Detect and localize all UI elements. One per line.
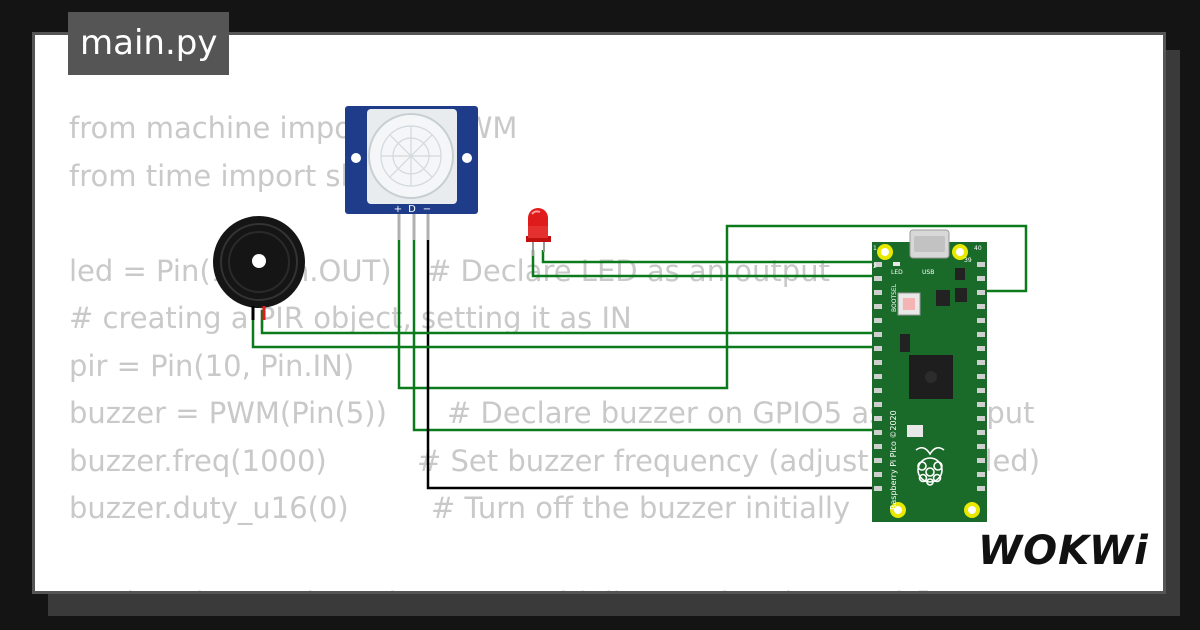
board-name-label: Raspberry Pi Pico ©2020 [889,410,898,510]
wokwi-logo: WOKWi [978,528,1149,574]
pir-pin-data-label: D [408,204,416,215]
code-text: led = Pin(15, Pin.OUT) [69,253,392,288]
wire-led-anode[interactable] [541,250,882,264]
raspberry-pi-pico[interactable]: 1 2 40 39 LED USB BOOTSEL Raspberry Pi P… [872,229,987,522]
code-comment: # Declare LED as an output [427,253,830,288]
onboard-led [893,262,900,266]
pir-mount-hole-left [351,153,361,163]
usb-label: USB [922,269,934,276]
wire-pir-vcc[interactable] [397,218,1028,390]
wires [251,218,1028,490]
pir-pins [397,214,430,240]
pir-pin-gnd-label: − [423,204,431,215]
buzzer-hole [252,254,266,268]
file-tab[interactable]: main.py [68,12,230,75]
code-line: # creating a PIR object, setting it as I… [69,295,632,343]
pin-label-40: 40 [974,245,982,252]
pir-pin-vcc-label: + [394,204,402,215]
red-led[interactable] [526,208,551,256]
pin-label-2: 2 [873,263,877,270]
wire-pir-gnd[interactable] [426,218,882,490]
code-line: pir = Pin(10, Pin.IN) [69,343,632,391]
code-text: pir = Pin(10, Pin.IN) [69,348,355,383]
code-text: motion_detected = False [69,586,430,591]
bootsel-label: BOOTSEL [891,283,898,312]
buzzer[interactable] [213,216,305,320]
code-text: buzzer.duty_u16(0) [69,491,349,525]
code-text: # creating a PIR object, setting it as I… [69,301,632,335]
pir-sensor[interactable]: + D − [345,106,478,240]
led-label: LED [891,269,903,276]
raspberry-logo [915,446,945,486]
file-tab-label: main.py [80,23,218,63]
pin-label-1: 1 [873,245,877,252]
pir-mount-hole-right [462,153,472,163]
code-text: buzzer.freq(1000) [69,443,327,478]
code-line: motion_detected = False # Initialize moti… [69,580,967,591]
code-text: buzzer = PWM(Pin(5)) [69,396,387,430]
wire-buzzer-negative[interactable] [251,310,882,349]
code-comment: # Initialize motion detected flag [499,580,967,591]
code-line: buzzer.duty_u16(0) # Turn off the buzzer … [69,485,850,533]
pico-right-pins [977,262,985,491]
wire-buzzer-positive[interactable] [260,310,882,335]
pin-label-39: 39 [964,257,972,264]
code-comment: # Turn off the buzzer initially [431,491,851,525]
code-line: led = Pin(15, Pin.OUT) # Declare LED as a… [69,248,830,296]
pico-left-pins [874,262,882,491]
wire-pir-data[interactable] [412,218,882,432]
wire-led-cathode[interactable] [531,250,882,278]
